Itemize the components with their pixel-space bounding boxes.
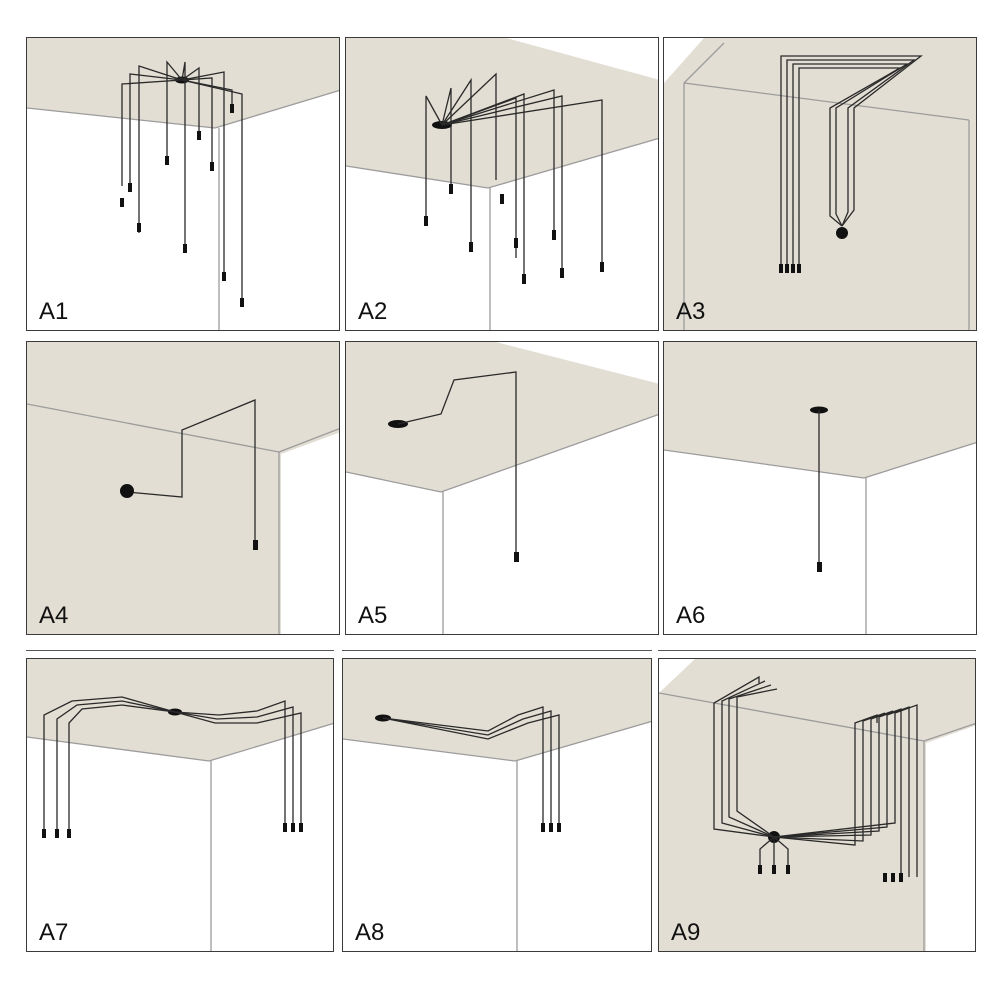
- panel-a6: A6: [663, 341, 977, 635]
- panel-a3: A3: [663, 37, 977, 331]
- panel-a3-illustration: [664, 38, 976, 330]
- panel-a5-illustration: [346, 342, 658, 634]
- lamp-three-cable-linear: [375, 706, 561, 832]
- panel-a6-illustration: [664, 342, 976, 634]
- panel-a5: A5: [345, 341, 659, 635]
- panel-a4: A4: [26, 341, 340, 635]
- spider-lamp-eight-arm: [120, 60, 244, 307]
- panel-a2-label: A2: [358, 298, 388, 325]
- panel-a2: A2: [345, 37, 659, 331]
- panel-a5-label: A5: [358, 602, 388, 629]
- panel-a1: A1: [26, 37, 340, 331]
- panel-a7-label: A7: [39, 919, 69, 946]
- separator-middle: [342, 650, 652, 651]
- lamp-single-angled: [388, 371, 519, 562]
- panel-a6-label: A6: [676, 602, 706, 629]
- panel-a4-label: A4: [39, 602, 69, 629]
- panel-a7: A7: [26, 658, 334, 952]
- panel-a8: A8: [342, 658, 652, 952]
- panel-a1-label: A1: [39, 298, 69, 325]
- spider-lamp-corner-fan: [424, 72, 604, 284]
- lamp-single-straight: [810, 406, 828, 572]
- panel-a3-label: A3: [676, 298, 706, 325]
- panel-a9-label: A9: [671, 919, 701, 946]
- panel-a9-illustration: [659, 659, 975, 951]
- lamp-six-cable-linear: [42, 696, 303, 838]
- lamp-zigzag-cable: [120, 399, 258, 550]
- panel-a1-illustration: [27, 38, 339, 330]
- lamp-bent-cables-single: [779, 55, 923, 273]
- panel-a4-illustration: [27, 342, 339, 634]
- panel-a8-label: A8: [355, 919, 385, 946]
- separator-left: [26, 650, 334, 651]
- panel-a8-illustration: [343, 659, 651, 951]
- separator-right: [658, 650, 976, 651]
- lamp-nine-cable-spider: [713, 675, 918, 882]
- panel-a7-illustration: [27, 659, 333, 951]
- panel-a9: A9: [658, 658, 976, 952]
- panel-a2-illustration: [346, 38, 658, 330]
